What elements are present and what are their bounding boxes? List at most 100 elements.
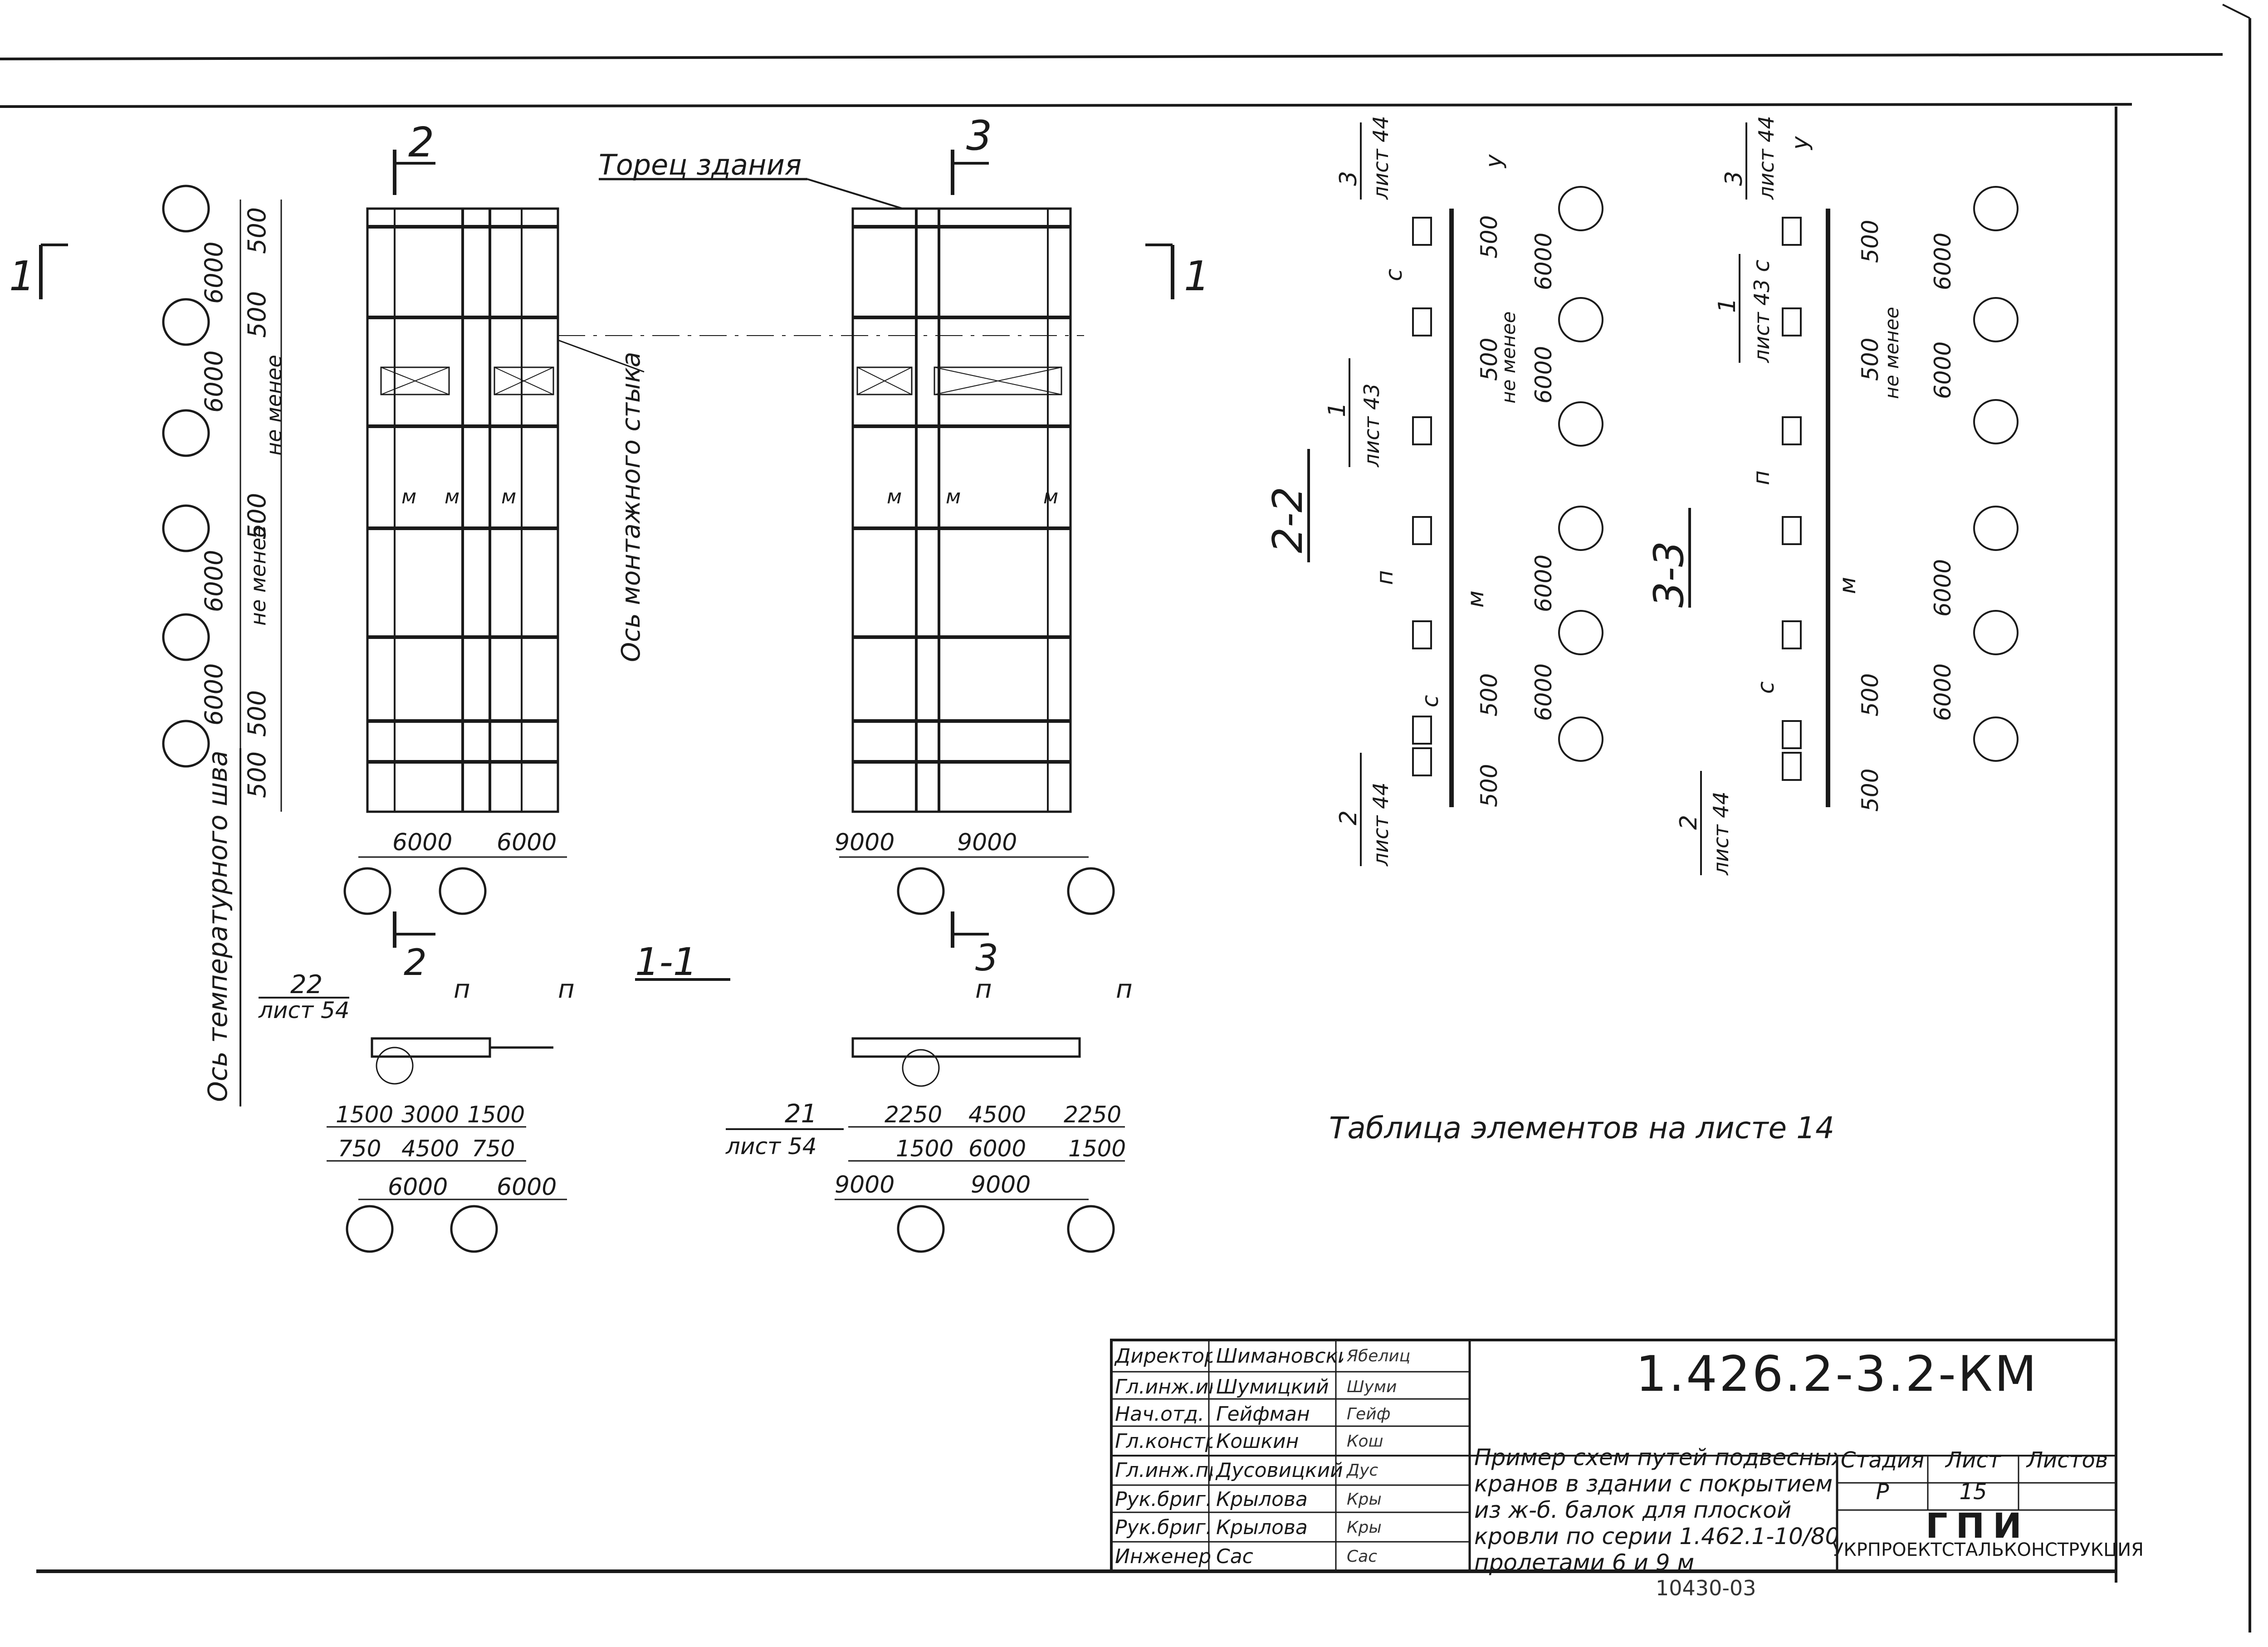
svg-text:500: 500 xyxy=(1857,338,1883,381)
svg-text:м: м xyxy=(445,485,459,508)
svg-text:4500: 4500 xyxy=(968,1101,1026,1128)
svg-text:2250: 2250 xyxy=(885,1101,942,1128)
svg-text:9000: 9000 xyxy=(957,829,1017,856)
stamp-signature: Гейф xyxy=(1347,1404,1391,1423)
stamp-row-dept-head: Нач.отд. Гейфман Гейф xyxy=(1111,1398,1470,1430)
svg-text:лист 43: лист 43 xyxy=(1750,279,1774,363)
svg-text:6000: 6000 xyxy=(1930,559,1956,617)
svg-text:6000: 6000 xyxy=(497,829,557,856)
plan-left-bottom: 6000 6000 xyxy=(343,829,567,915)
svg-text:лист 44: лист 44 xyxy=(1709,791,1733,876)
svg-text:500: 500 xyxy=(243,291,271,338)
svg-text:лист 44: лист 44 xyxy=(1369,116,1393,200)
svg-text:лист 44: лист 44 xyxy=(1369,782,1393,867)
stamp-name: Сас xyxy=(1216,1545,1253,1568)
stamp-name: Кошкин xyxy=(1216,1429,1299,1453)
svg-text:500: 500 xyxy=(1476,673,1502,716)
svg-text:п: п xyxy=(975,975,992,1004)
stamp-signature: Кош xyxy=(1347,1432,1383,1451)
svg-text:лист 44: лист 44 xyxy=(1754,116,1779,200)
svg-text:у: у xyxy=(1481,154,1507,169)
stamp-signature: Ябелиц xyxy=(1347,1346,1411,1365)
svg-text:21: 21 xyxy=(785,1099,817,1129)
stamp-row-team-lead-1: Рук.бриг. Крылова Кры xyxy=(1111,1483,1470,1515)
stamp-role: Инженер xyxy=(1115,1545,1212,1568)
svg-text:500: 500 xyxy=(1476,764,1502,807)
svg-text:3: 3 xyxy=(1335,171,1362,186)
stamp-name: Шумицкий xyxy=(1216,1375,1329,1398)
plan-right-grid xyxy=(851,207,1072,813)
drawing-title-line: из ж-б. балок для плоской xyxy=(1474,1497,1792,1523)
svg-text:п: п xyxy=(1116,975,1133,1004)
svg-text:750: 750 xyxy=(472,1135,515,1162)
svg-text:Ось температурного шва: Ось температурного шва xyxy=(202,750,233,1102)
svg-text:1500: 1500 xyxy=(896,1135,953,1162)
stamp-name: Шимановский xyxy=(1216,1344,1343,1368)
svg-text:500: 500 xyxy=(243,751,271,798)
svg-text:Ось монтажного стыка: Ось монтажного стыка xyxy=(616,352,646,662)
section-2-2: 2-2 3 лист 44 у с 1 лист 43 п м с 2 лист… xyxy=(1264,116,1603,867)
svg-text:2-2: 2-2 xyxy=(1264,487,1312,553)
svg-text:6000: 6000 xyxy=(388,1174,448,1201)
stamp-row-chief-engineer: Гл.инж.ин. Шумицкий Шуми xyxy=(1111,1371,1470,1403)
elements-table-note: Таблица элементов на листе 14 xyxy=(1329,1111,1834,1145)
stamp-role: Гл.инж.ин. xyxy=(1115,1375,1212,1398)
svg-text:3: 3 xyxy=(975,937,998,979)
svg-text:750: 750 xyxy=(338,1135,381,1162)
plan-left-m-labels: м м м xyxy=(401,485,516,508)
temperature-joint-axis: Ось температурного шва xyxy=(202,748,241,1106)
svg-text:9000: 9000 xyxy=(835,1171,894,1199)
drawing-title-line: пролетами 6 и 9 м xyxy=(1474,1550,1695,1576)
stamp-signature: Шуми xyxy=(1347,1377,1397,1396)
svg-text:3: 3 xyxy=(966,112,992,160)
org-name: УКРПРОЕКТСТАЛЬКОНСТРУКЦИЯ xyxy=(1833,1540,2144,1560)
svg-text:1: 1 xyxy=(9,253,35,300)
stamp-name: Крылова xyxy=(1216,1515,1308,1539)
drawing-title: Пример схем путей подвесных кранов в зда… xyxy=(1474,1444,1837,1576)
svg-text:6000: 6000 xyxy=(200,663,228,726)
sheets-label: Листов xyxy=(2026,1447,2108,1473)
svg-text:6000: 6000 xyxy=(497,1174,557,1201)
svg-text:6000: 6000 xyxy=(200,242,228,304)
stamp-row-team-lead-2: Рук.бриг. Крылова Кры xyxy=(1111,1511,1470,1543)
svg-text:Торец здания: Торец здания xyxy=(599,148,802,181)
svg-text:м: м xyxy=(1834,577,1861,594)
section-mark-1-right: 1 xyxy=(1145,244,1210,300)
svg-text:не менее: не менее xyxy=(1497,312,1520,404)
svg-text:500: 500 xyxy=(243,207,271,254)
svg-text:м: м xyxy=(1043,485,1058,508)
archive-number: 10430-03 xyxy=(1656,1576,1756,1600)
svg-text:1: 1 xyxy=(1714,298,1741,313)
stage-label: Стадия xyxy=(1840,1447,1925,1473)
stamp-role: Директор xyxy=(1115,1344,1212,1368)
svg-text:6000: 6000 xyxy=(968,1135,1026,1162)
svg-text:с: с xyxy=(1381,269,1407,282)
svg-text:500: 500 xyxy=(1857,673,1883,716)
svg-text:у: у xyxy=(1787,136,1813,151)
title-block-grid xyxy=(1110,1339,2117,1573)
svg-text:м: м xyxy=(501,485,516,508)
svg-text:с: с xyxy=(1417,695,1443,708)
svg-text:1: 1 xyxy=(1324,402,1351,417)
plan-left-axis-circles xyxy=(162,185,210,768)
svg-text:9000: 9000 xyxy=(835,829,894,856)
stamp-name: Крылова xyxy=(1216,1487,1308,1511)
svg-text:с: с xyxy=(1753,682,1779,694)
svg-text:6000: 6000 xyxy=(1530,663,1557,721)
stamp-signature: Сас xyxy=(1347,1547,1377,1566)
section-mark-3-top: 3 xyxy=(951,112,992,195)
svg-text:п: п xyxy=(558,975,575,1004)
svg-text:2: 2 xyxy=(1335,810,1362,825)
svg-text:6000: 6000 xyxy=(200,351,228,413)
svg-text:9000: 9000 xyxy=(971,1171,1031,1199)
sheet-label: Лист xyxy=(1945,1447,2001,1473)
sheets-value xyxy=(2019,1476,2116,1508)
svg-text:2: 2 xyxy=(1675,815,1702,830)
stamp-signature: Дус xyxy=(1347,1461,1378,1480)
svg-text:22: 22 xyxy=(290,970,323,999)
drawing-title-line: Пример схем путей подвесных xyxy=(1474,1444,1837,1471)
svg-text:1500: 1500 xyxy=(336,1101,393,1128)
stamp-row-director: Директор Шимановский Ябелиц xyxy=(1111,1340,1470,1372)
section-mark-2-top: 2 xyxy=(393,119,435,195)
svg-text:1-1: 1-1 xyxy=(635,940,697,984)
